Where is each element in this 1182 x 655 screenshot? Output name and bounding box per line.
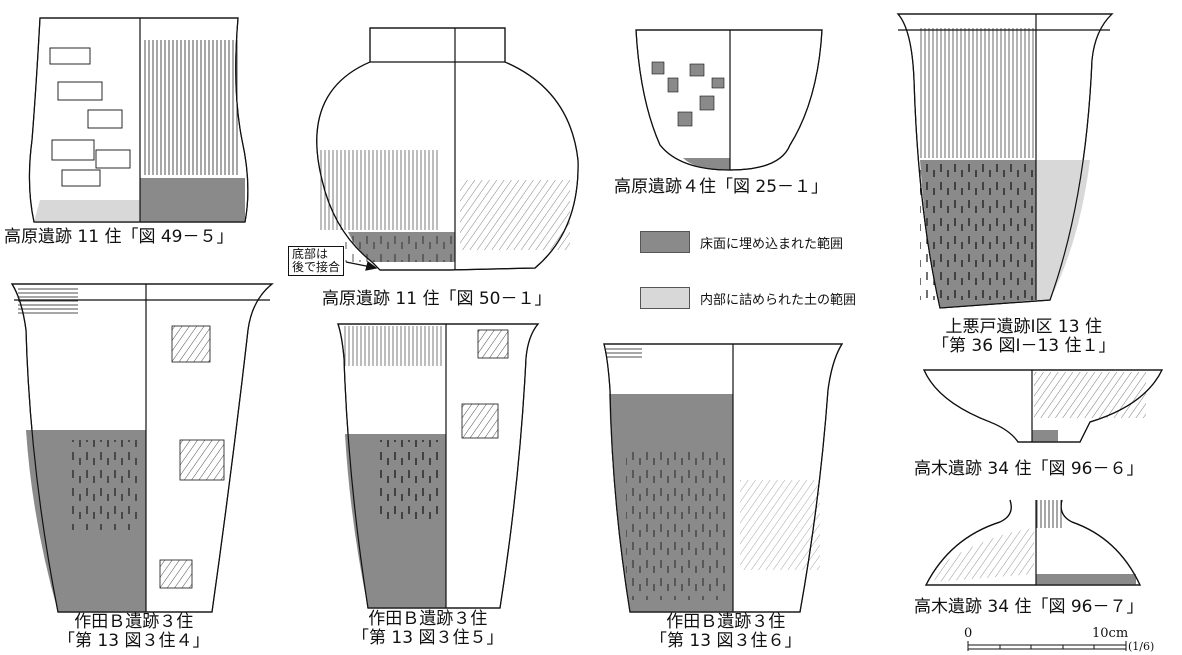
scale-end-label: 10cm [1092, 626, 1129, 641]
figure-label-line: 高原遺跡 11 住「図 50－１」 [322, 289, 552, 309]
figure-label-f5: 高木遺跡 34 住「図 96－６」 [914, 459, 1144, 479]
vessel-f2 [316, 27, 579, 271]
vessel-f7 [10, 283, 274, 613]
figure-label-line: 「第 36 図Ⅰ－13 住１」 [932, 336, 1116, 357]
vessel-f8 [337, 323, 540, 609]
figure-label-line: 作田Ｂ遺跡３住 [666, 612, 786, 632]
figure-label-line: 作田Ｂ遺跡３住 [368, 609, 488, 629]
figure-label-line: 作田Ｂ遺跡３住 [74, 612, 194, 632]
figure-label-f7: 作田Ｂ遺跡３住 「第 13 図３住４」 [58, 612, 210, 652]
note-line: 底部は [292, 247, 329, 261]
figure-label-f6: 高木遺跡 34 住「図 96－７」 [914, 597, 1144, 617]
figure-label-line: 「第 13 図３住５」 [352, 628, 504, 649]
legend-swatch-floor [640, 231, 690, 253]
legend-item-soil: 内部に詰められた土の範囲 [640, 287, 856, 309]
figure-label-f2: 高原遺跡 11 住「図 50－１」 [322, 289, 552, 309]
legend-label: 床面に埋め込まれた範囲 [700, 236, 844, 252]
figure-label-line: 高原遺跡 11 住「図 49－５」 [4, 227, 234, 247]
vessel-f5 [923, 369, 1163, 443]
figure-label-line: 高木遺跡 34 住「図 96－６」 [914, 459, 1144, 479]
vessel-f1 [28, 17, 249, 223]
note-line: 後で接合 [292, 260, 341, 275]
scale-start-label: 0 [964, 626, 973, 641]
figure-label-line: 高木遺跡 34 住「図 96－７」 [914, 597, 1144, 617]
figure-label-f3: 高原遺跡４住「図 25－１」 [614, 177, 829, 197]
vessel-f4 [896, 13, 1114, 309]
legend-item-floor: 床面に埋め込まれた範囲 [640, 231, 843, 253]
base-joint-note: 底部は 後で接合 [288, 246, 345, 277]
figure-label-f8: 作田Ｂ遺跡３住 「第 13 図３住５」 [352, 609, 504, 649]
figure-label-line: 上悪戸遺跡Ⅰ区 13 住 [945, 317, 1102, 337]
scale-bar [967, 641, 1127, 651]
scale-ratio-label: (1/6) [1128, 640, 1155, 653]
vessel-f3 [635, 29, 823, 171]
legend-swatch-soil [640, 287, 690, 309]
legend-label: 内部に詰められた土の範囲 [700, 292, 857, 308]
figure-label-f4: 上悪戸遺跡Ⅰ区 13 住 「第 36 図Ⅰ－13 住１」 [932, 317, 1116, 357]
vessel-f6 [925, 499, 1141, 586]
figure-label-line: 高原遺跡４住「図 25－１」 [614, 177, 829, 197]
figure-label-f1: 高原遺跡 11 住「図 49－５」 [4, 227, 234, 247]
note-arrow [345, 260, 378, 271]
figure-label-line: 「第 13 図３住４」 [58, 631, 210, 652]
figure-label-line: 「第 13 図３住６」 [650, 631, 802, 652]
vessel-f9 [603, 343, 844, 613]
figure-label-f9: 作田Ｂ遺跡３住 「第 13 図３住６」 [650, 612, 802, 652]
